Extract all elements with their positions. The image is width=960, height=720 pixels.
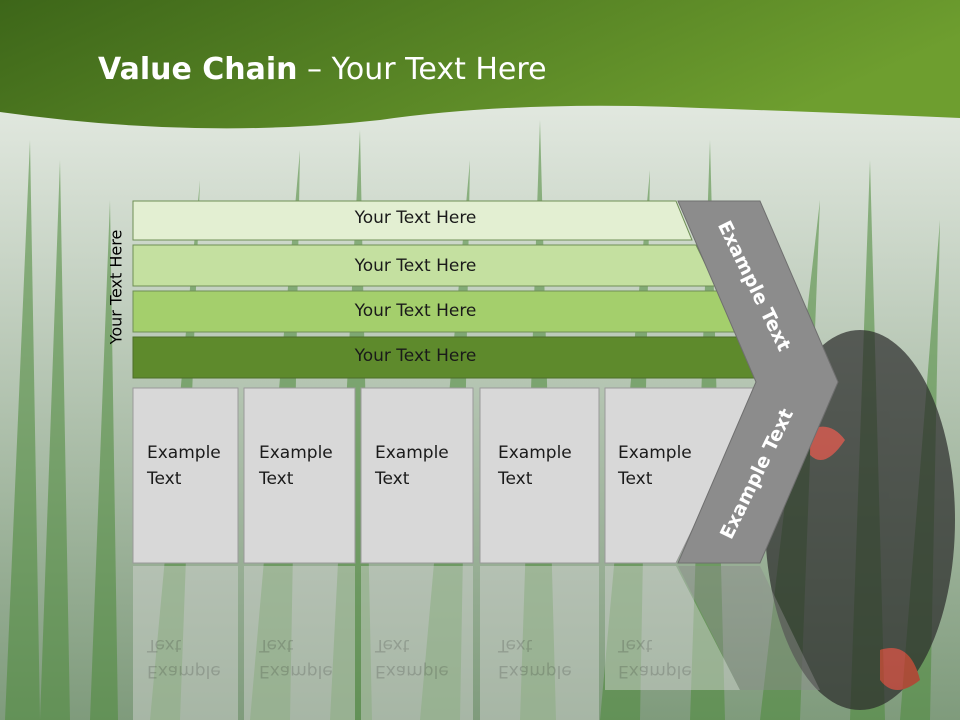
box-4-line1: Example xyxy=(498,443,572,463)
chevron-arrow xyxy=(677,200,839,564)
box-shape-4 xyxy=(479,387,600,564)
reflection-text-1: Example Text xyxy=(147,632,221,684)
box-2-line2: Text xyxy=(259,469,294,489)
box-5-line2: Text xyxy=(618,469,653,489)
band-label-2: Your Text Here xyxy=(354,256,477,276)
reflection-text-4: Example Text xyxy=(498,632,572,684)
box-1-line2: Text xyxy=(147,469,182,489)
band-label-4: Your Text Here xyxy=(354,346,477,366)
page-title: Value Chain – Your Text Here xyxy=(98,52,547,87)
reflection-3-line1: Example xyxy=(375,661,449,681)
band-label-1: Your Text Here xyxy=(354,208,477,228)
box-3-line1: Example xyxy=(375,443,449,463)
box-shape-2 xyxy=(243,387,356,564)
box-2-line1: Example xyxy=(259,443,333,463)
band-shape-1 xyxy=(132,200,693,241)
box-shape-1 xyxy=(132,387,239,564)
band-label-3: Your Text Here xyxy=(354,301,477,321)
reflection-5-line1: Example xyxy=(618,661,692,681)
header-band xyxy=(0,0,960,129)
reflection-4-line2: Text xyxy=(498,635,533,655)
reflection xyxy=(133,566,820,720)
reflection-3-line2: Text xyxy=(375,635,410,655)
box-5-line1: Example xyxy=(618,443,692,463)
box-4-line2: Text xyxy=(498,469,533,489)
reflection-text-3: Example Text xyxy=(375,632,449,684)
box-1-line1: Example xyxy=(147,443,221,463)
reflection-2-line1: Example xyxy=(259,661,333,681)
reflection-2-line2: Text xyxy=(259,635,294,655)
reflection-4-line1: Example xyxy=(498,661,572,681)
reflection-text-2: Example Text xyxy=(259,632,333,684)
reflection-1-line2: Text xyxy=(147,635,182,655)
reflection-5-line2: Text xyxy=(618,635,653,655)
reflection-text-5: Example Text xyxy=(618,632,692,684)
box-shape-3 xyxy=(360,387,474,564)
box-shape-5 xyxy=(604,387,763,564)
side-label: Your Text Here xyxy=(106,229,126,345)
title-bold: Value Chain xyxy=(98,52,298,87)
title-rest: – Your Text Here xyxy=(297,52,547,87)
box-3-line2: Text xyxy=(375,469,410,489)
reflection-1-line1: Example xyxy=(147,661,221,681)
